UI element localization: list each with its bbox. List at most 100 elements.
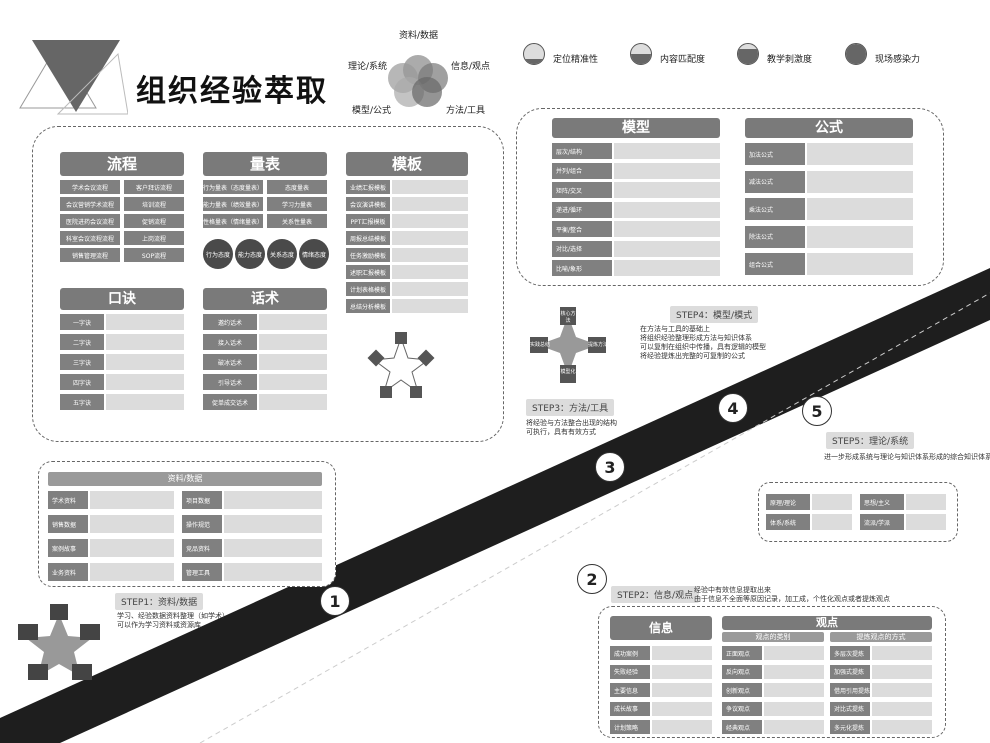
koujue-header: 口诀 [60, 288, 184, 310]
ziliao-item: 业务资料 [48, 563, 88, 581]
muban-blank [392, 180, 468, 194]
liucheng-cell: 会议营销学术流程 [60, 197, 120, 211]
guandian-blank [764, 664, 824, 679]
guandian-method: 多层次提炼 [830, 646, 870, 660]
step-4-label: STEP4：模型/模式 [670, 306, 759, 323]
liangbiao-cell: 能力量表（绩效量表） [203, 197, 263, 211]
venn-label-right-top: 信息/观点 [451, 62, 491, 72]
muban-item: 任务激励模板 [346, 248, 390, 262]
step3-star-diagram [367, 332, 435, 398]
liucheng-cell: 上岗流程 [124, 231, 184, 245]
step4-star-left: 实践总结 [530, 342, 551, 348]
liucheng-cell: 学术会议流程 [60, 180, 120, 194]
gongshi-blank [807, 198, 913, 220]
legend-fill [524, 59, 544, 64]
muban-blank [392, 231, 468, 245]
legend-label-2: 教学刺激度 [767, 55, 813, 65]
moxing-item: 平衡/整合 [552, 221, 612, 237]
step4-star-top: 核心方法 [560, 311, 576, 324]
legend-fill [738, 49, 758, 64]
step4-star-right: 提炼方法 [588, 342, 609, 348]
ziliao-item: 案例故事 [48, 539, 88, 557]
lilun-blank [906, 514, 946, 530]
moxing-item: 矩阵/交叉 [552, 182, 612, 198]
step-1-label: STEP1：资料/数据 [115, 593, 204, 610]
muban-blank [392, 299, 468, 313]
ziliao-item: 项目数据 [182, 491, 222, 509]
liangbiao-cell: 态度量表 [267, 180, 327, 194]
legend-label-1: 内容匹配度 [660, 55, 706, 65]
moxing-item: 递进/循环 [552, 201, 612, 218]
moxing-blank [614, 260, 720, 276]
ziliao-item: 管理工具 [182, 563, 222, 581]
koujue-blank [106, 334, 184, 350]
legend-dot-3 [845, 43, 867, 65]
ziliao-header: 资料/数据 [48, 472, 322, 486]
muban-blank [392, 248, 468, 262]
gongshi-blank [807, 253, 913, 275]
liangbiao-circle: 能力态度 [235, 239, 265, 269]
guandian-type: 正面观点 [722, 646, 762, 660]
moxing-item: 并列/组合 [552, 162, 612, 179]
xinxi-blank [652, 683, 712, 697]
guandian-blank [872, 720, 932, 734]
guandian-method: 多元化提炼 [830, 720, 870, 734]
moxing-item: 层次/结构 [552, 143, 612, 159]
step4-star-diagram [530, 307, 606, 383]
liucheng-header: 流程 [60, 152, 184, 176]
step-4-marker: 4 [718, 393, 748, 423]
step-5-marker: 5 [802, 396, 832, 426]
muban-blank [392, 197, 468, 211]
step-5-desc: 进一步形成系统与理论与知识体系形成的综合知识体系 [824, 453, 990, 461]
liucheng-cell: SOP流程 [124, 248, 184, 262]
liangbiao-header: 量表 [203, 152, 327, 176]
gongshi-item: 减法公式 [745, 170, 805, 193]
step-1-marker: 1 [320, 586, 350, 616]
lilun-panel [758, 482, 958, 542]
koujue-item: 五字诀 [60, 394, 104, 410]
legend-dot-0 [523, 43, 545, 65]
legend-fill [846, 44, 866, 64]
legend-dot-2 [737, 43, 759, 65]
koujue-blank [106, 354, 184, 370]
gongshi-item: 乘法公式 [745, 198, 805, 220]
guandian-type: 创新观点 [722, 683, 762, 697]
liucheng-cell: 培训流程 [124, 197, 184, 211]
muban-item: 会议演讲模板 [346, 197, 390, 211]
huashu-item: 促单成交话术 [203, 394, 257, 410]
liangbiao-cell: 关系性量表 [267, 214, 327, 228]
huashu-blank [259, 394, 327, 410]
ziliao-item: 竞品资料 [182, 539, 222, 557]
muban-header: 模板 [346, 152, 468, 176]
moxing-blank [614, 201, 720, 218]
huashu-blank [259, 314, 327, 330]
gongshi-blank [807, 225, 913, 248]
step-2-label: STEP2：信息/观点 [611, 586, 700, 603]
gongshi-header: 公式 [745, 118, 913, 138]
moxing-blank [614, 162, 720, 179]
step-5-label: STEP5：理论/系统 [826, 432, 915, 449]
muban-item: 述职汇报模板 [346, 265, 390, 279]
xinxi-header: 信息 [610, 616, 712, 640]
gongshi-blank [807, 143, 913, 165]
venn-label-right-bottom: 方法/工具 [446, 106, 486, 116]
muban-blank [392, 265, 468, 279]
liangbiao-circle: 关系态度 [267, 239, 297, 269]
muban-item: 计划表格模板 [346, 282, 390, 296]
step-3-label: STEP3：方法/工具 [526, 399, 615, 416]
huashu-blank [259, 374, 327, 390]
lilun-item: 流派/学派 [860, 514, 904, 530]
ziliao-blank [90, 539, 174, 557]
guandian-type: 反向观点 [722, 664, 762, 679]
lilun-item: 原理/理论 [766, 494, 810, 510]
muban-item: 周报总结模板 [346, 231, 390, 245]
gongshi-item: 加法公式 [745, 143, 805, 165]
ziliao-item: 销售数据 [48, 515, 88, 533]
liangbiao-cell: 学习力量表 [267, 197, 327, 211]
guandian-blank [872, 701, 932, 716]
muban-item: 总结分析模板 [346, 299, 390, 313]
legend-label-0: 定位精准性 [553, 55, 599, 65]
guandian-sub1: 观点的类别 [722, 632, 824, 642]
liangbiao-cell: 行为量表（态度量表） [203, 180, 263, 194]
huashu-item: 邀约话术 [203, 314, 257, 330]
